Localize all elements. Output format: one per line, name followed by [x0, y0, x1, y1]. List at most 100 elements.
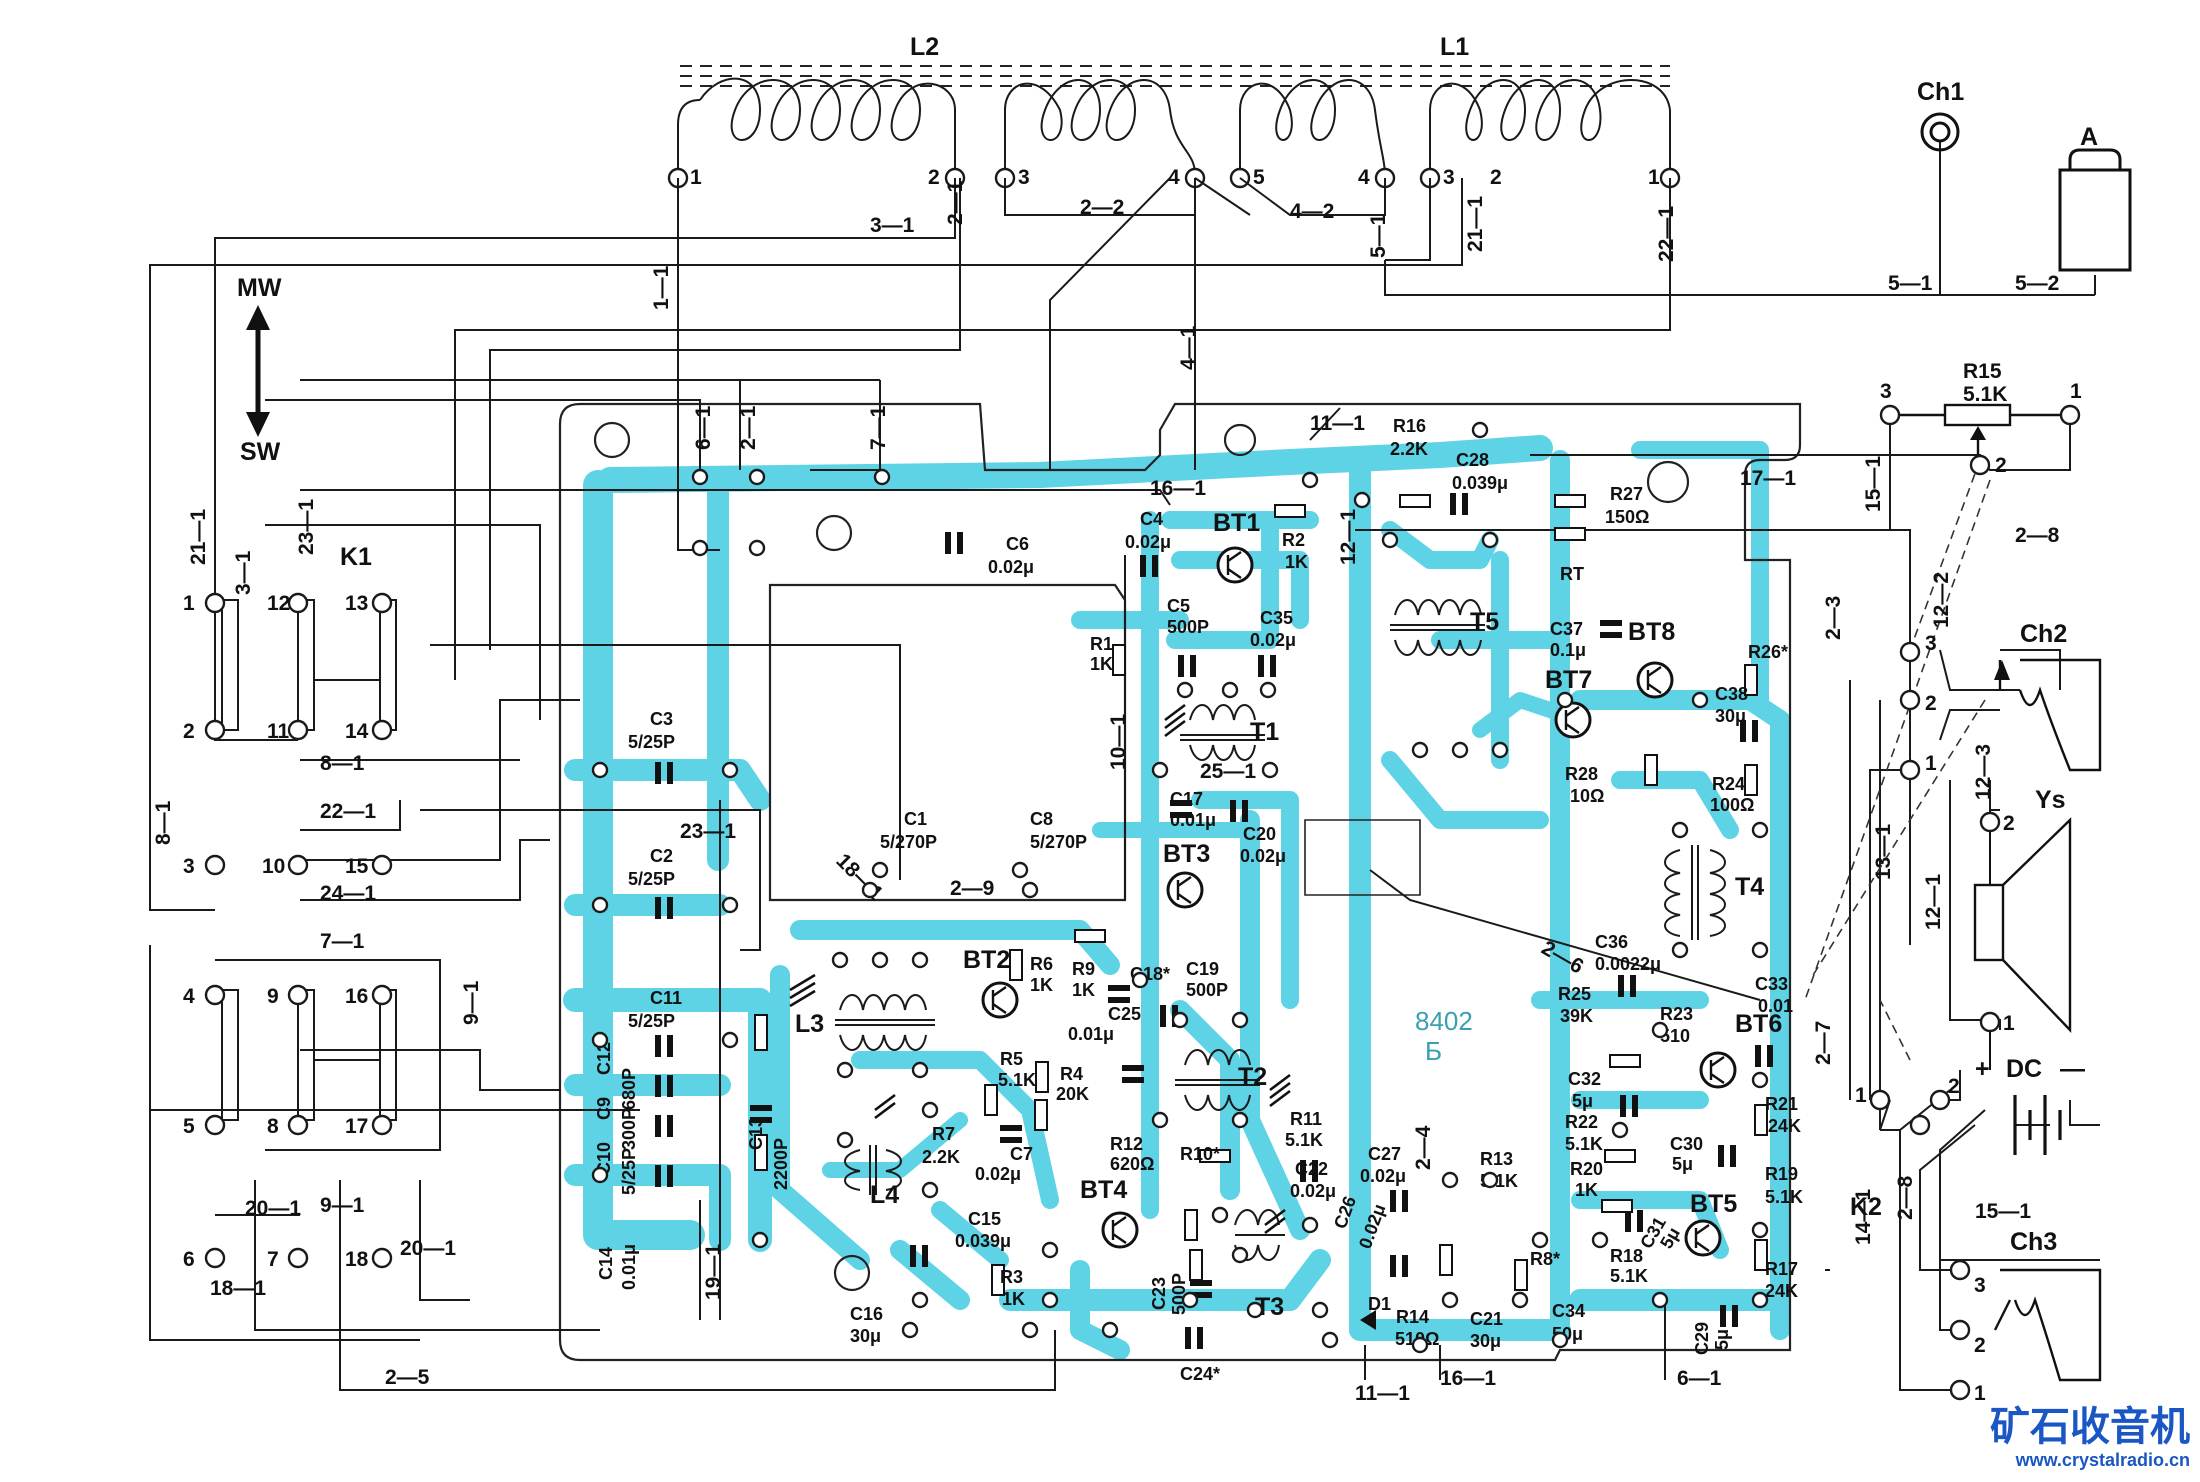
label-components-26-ref: C33 — [1755, 974, 1788, 994]
label-wires-3: 4—2 — [1290, 200, 1334, 223]
label-components-31-ref: R4 — [1060, 1064, 1083, 1084]
label-antenna-wire_5_2: 5—2 — [2015, 272, 2059, 295]
label-transformers-0: T1 — [1250, 718, 1279, 746]
label-antenna-wire_5_1: 5—1 — [1888, 272, 1933, 295]
label-components-16-ref: C1 — [904, 809, 927, 829]
antenna-section: Ch1 A 5—1 5—2 — [1888, 78, 2132, 295]
label-transistors-3: BT4 — [1080, 1176, 1127, 1204]
label-wires-46: 16—1 — [1440, 1367, 1496, 1390]
label-wires-44: 15—1 — [1975, 1200, 2031, 1223]
label-potentiometer-pin_3: 3 — [1880, 380, 1892, 403]
svg-text:2: 2 — [1974, 1334, 1986, 1357]
label-components-11-val: 30μ — [1715, 706, 1746, 726]
svg-text:1: 1 — [2003, 1012, 2015, 1035]
label-wires-49: 21—1 — [187, 509, 210, 565]
label-components-8-val: 1K — [1090, 654, 1113, 674]
pcb-copper — [563, 435, 1791, 1360]
label-components-32-ref: R7 — [932, 1124, 955, 1144]
label-wires-40: 2—7 — [1812, 1021, 1835, 1065]
label-components-1-ref: C28 — [1456, 450, 1489, 470]
label-components-14-val: 5/25P — [628, 732, 675, 752]
label-components-50-ref: C12 — [594, 1042, 614, 1075]
svg-text:14: 14 — [345, 720, 369, 743]
label-components-0-ref: R16 — [1393, 416, 1426, 436]
label-components-42-ref: C30 — [1670, 1134, 1703, 1154]
svg-text:1: 1 — [1974, 1382, 1986, 1405]
svg-text:1: 1 — [1925, 752, 1937, 775]
label-components-46-val: 0.039μ — [955, 1231, 1011, 1251]
label-transformers-4: T5 — [1470, 608, 1499, 636]
board-mark: 8402 — [1415, 1006, 1473, 1036]
svg-text:2: 2 — [1490, 166, 1502, 189]
label-transistors-5: BT6 — [1735, 1010, 1782, 1038]
label-components-33-ref: C7 — [1010, 1144, 1033, 1164]
label-components-29-ref: C25 — [1108, 1004, 1141, 1024]
label-wires-50: 8—1 — [152, 800, 175, 845]
label-components-58-ref: R17 — [1765, 1259, 1798, 1279]
label-components-22-ref: R9 — [1072, 959, 1095, 979]
label-wires-17: 2—8 — [2015, 524, 2060, 547]
label-components-27-ref: R25 — [1558, 984, 1591, 1004]
label-wires-4: 5—1 — [1367, 213, 1390, 258]
label-components-52-ref: C10 — [594, 1142, 614, 1175]
label-components-0-val: 2.2K — [1390, 439, 1428, 459]
label-components-3-ref: C6 — [1006, 534, 1029, 554]
label-inductors-0: L3 — [795, 1010, 824, 1038]
label-wires-45: 11—1 — [1355, 1382, 1410, 1405]
label-components-5-val: 1K — [1285, 552, 1308, 572]
label-components-30-ref: R5 — [1000, 1049, 1023, 1069]
label-components-9-val: 0.1μ — [1550, 640, 1586, 660]
label-components-18-val: 0.01μ — [1170, 810, 1216, 830]
svg-text:8: 8 — [267, 1115, 279, 1138]
label-components-51-val: 300P — [619, 1108, 639, 1150]
label-wires-28: 24—1 — [320, 882, 376, 905]
a-label: A — [2080, 123, 2098, 151]
ch2-label: Ch2 — [2020, 620, 2067, 648]
label-components-20-val: 5/25P — [628, 1011, 675, 1031]
label-potentiometer-pin_1: 1 — [2070, 380, 2082, 403]
svg-text:1: 1 — [1648, 166, 1660, 189]
label-wires-12: 11—1 — [1310, 412, 1365, 435]
speaker-label: Ys — [2035, 786, 2066, 814]
label-wires-1: 2—1 — [944, 180, 967, 225]
wire-labels: 3—1 2—1 2—2 4—2 5—1 21—1 22—1 1—1 4—1 6—… — [152, 180, 2060, 1405]
dc-label: DC — [2006, 1055, 2042, 1083]
label-wires-43: 2—8 — [1894, 1175, 1917, 1220]
label-components-60-val: 30μ — [1470, 1331, 1501, 1351]
ch1-label: Ch1 — [1917, 78, 1964, 106]
label-transistors-1: BT2 — [963, 946, 1010, 974]
label-transformers-1: T2 — [1238, 1063, 1267, 1091]
label-components-37-val: 0.02μ — [1360, 1166, 1406, 1186]
label-components-25-val: 0.0022μ — [1595, 954, 1661, 974]
label-wires-22: 8—1 — [320, 752, 365, 775]
svg-text:2: 2 — [183, 720, 195, 743]
label-components-62-val: 30μ — [850, 1326, 881, 1346]
label-components-64-ref: C29 — [1692, 1322, 1712, 1355]
dashed-links — [1804, 459, 1991, 1061]
label-components-35-val: 5.1K — [1285, 1130, 1323, 1150]
label-components-12-ref: R28 — [1565, 764, 1598, 784]
label-jacks-minus: — — [2060, 1055, 2085, 1083]
label-components-13-ref: R24 — [1712, 774, 1745, 794]
label-components-1-val: 0.039μ — [1452, 473, 1508, 493]
label-wires-14: 12—1 — [1337, 509, 1360, 565]
svg-text:12: 12 — [267, 592, 290, 615]
k2-label: K2 — [1850, 1193, 1882, 1221]
label-components-14-ref: C3 — [650, 709, 673, 729]
label-wires-30: 9—1 — [460, 980, 483, 1025]
capacitor-marks — [655, 493, 1773, 1349]
label-wires-2: 2—2 — [1080, 196, 1124, 219]
label-components-33-val: 0.02μ — [975, 1164, 1021, 1184]
svg-text:2: 2 — [928, 166, 940, 189]
svg-text:4: 4 — [1168, 166, 1180, 189]
label-components-15-ref: C2 — [650, 846, 673, 866]
svg-text:1: 1 — [1855, 1084, 1867, 1107]
svg-text:2: 2 — [1948, 1075, 1960, 1098]
label-wires-31: 20—1 — [245, 1197, 301, 1220]
label-components-53-ref: C14 — [596, 1247, 616, 1280]
label-components-2-ref: R27 — [1610, 484, 1643, 504]
label-components-59-ref: R14 — [1396, 1307, 1429, 1327]
svg-text:11: 11 — [267, 720, 290, 743]
label-wires-10: 2—1 — [737, 405, 760, 450]
